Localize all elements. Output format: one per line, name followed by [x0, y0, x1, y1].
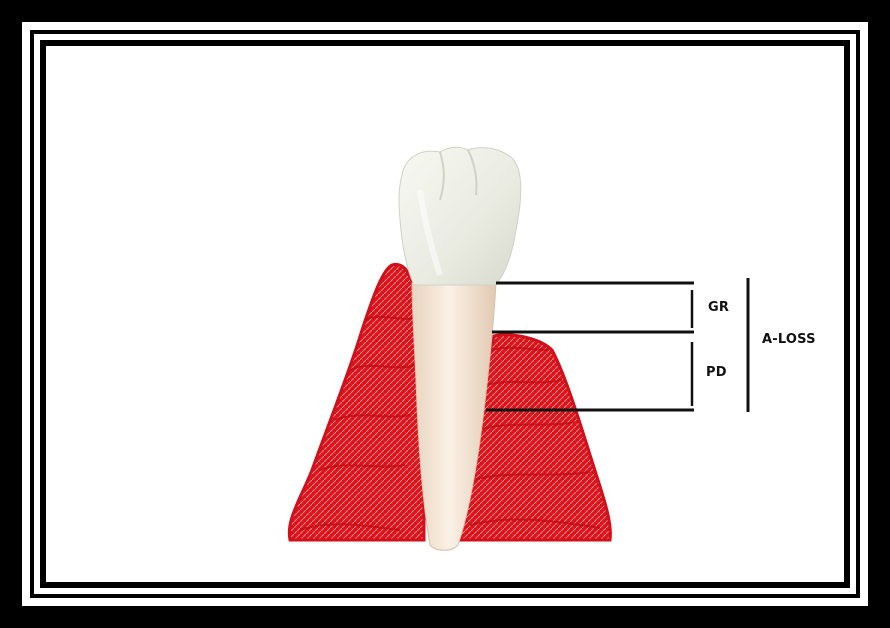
pd-label: PD	[706, 365, 727, 380]
gr-label: GR	[708, 300, 729, 315]
tooth-crown	[399, 147, 521, 285]
a-loss-label: A-LOSS	[762, 332, 816, 347]
left-gum-tissue	[289, 264, 424, 540]
